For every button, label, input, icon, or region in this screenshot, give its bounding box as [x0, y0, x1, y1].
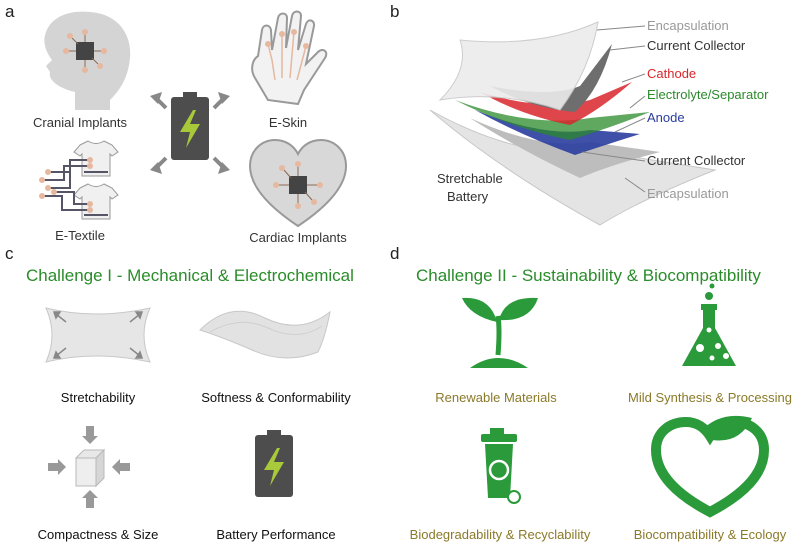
cranial-implants-label: Cranial Implants	[33, 115, 127, 130]
challenge-2-title: Challenge II - Sustainability & Biocompa…	[416, 266, 761, 285]
encapsulation-bottom-label: Encapsulation	[647, 186, 729, 201]
current-collector-bottom-label: Current Collector	[647, 153, 746, 168]
e-textile-label: E-Textile	[55, 228, 105, 243]
current-collector-top-label: Current Collector	[647, 38, 746, 53]
biodegradability-label: Biodegradability & Recyclability	[409, 527, 591, 542]
panel-label-d: d	[390, 244, 400, 263]
cathode-label: Cathode	[647, 66, 697, 81]
mild-synthesis-label: Mild Synthesis & Processing	[627, 390, 793, 405]
panel-label-b: b	[390, 2, 400, 21]
stretchability-label: Stretchability	[60, 390, 136, 405]
renewable-materials-label: Renewable Materials	[435, 390, 557, 405]
battery-label: Battery	[447, 189, 489, 204]
panel-label-a: a	[5, 2, 15, 21]
panel-label-c: c	[5, 244, 14, 263]
anode-label: Anode	[647, 110, 685, 125]
biocompatibility-ecology-label: Biocompatibility & Ecology	[633, 527, 787, 542]
stretchable-label: Stretchable	[437, 171, 503, 186]
cardiac-implants-label: Cardiac Implants	[249, 230, 347, 245]
battery-performance-label: Battery Performance	[216, 527, 336, 542]
challenge-1-title: Challenge I - Mechanical & Electrochemic…	[26, 266, 354, 285]
e-skin-label: E-Skin	[268, 115, 308, 130]
softness-conformability-label: Softness & Conformability	[201, 390, 351, 405]
compactness-size-label: Compactness & Size	[37, 527, 159, 542]
encapsulation-top-label: Encapsulation	[647, 18, 729, 33]
electrolyte-separator-label: Electrolyte/Separator	[647, 87, 769, 102]
